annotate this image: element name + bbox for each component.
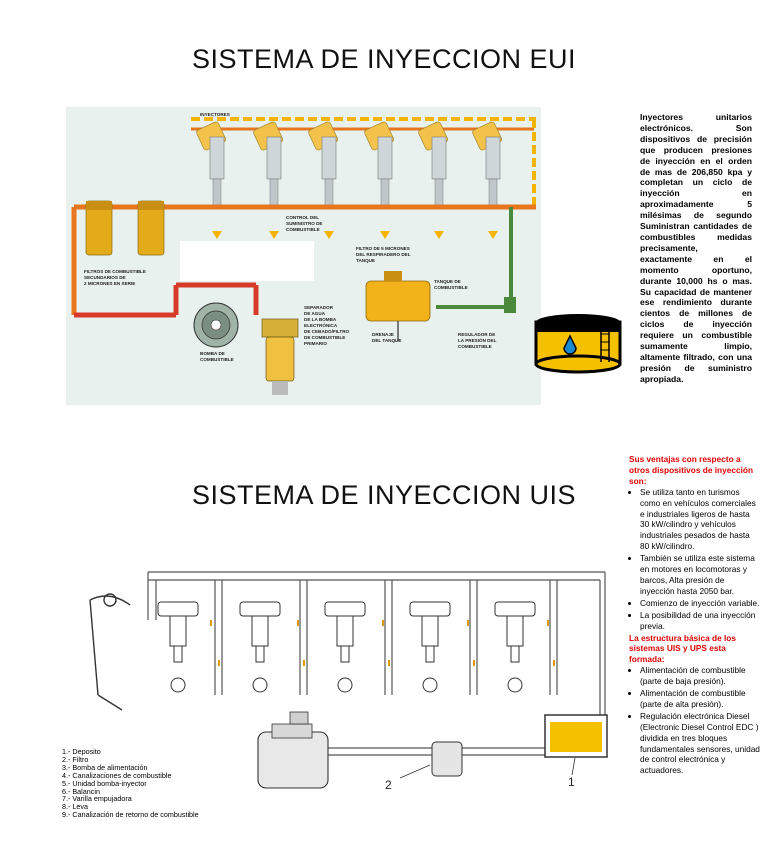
- fuel-pump: [193, 302, 239, 348]
- advantages-heading: Sus ventajas con respecto a otros dispos…: [629, 454, 754, 486]
- list-item: Alimentación de combustible (parte de ba…: [640, 665, 761, 687]
- uis-title: SISTEMA DE INYECCION UIS: [191, 480, 577, 510]
- fuel-tank: [544, 714, 608, 758]
- injector: [418, 121, 448, 239]
- legend-item: 8.- Leva: [62, 802, 88, 812]
- callout-1: 1: [568, 775, 575, 789]
- structure-list: Alimentación de combustible (parte de ba…: [629, 665, 761, 776]
- injector: [472, 121, 502, 239]
- legend-item: 5.- Unidad bomba-inyector: [62, 778, 147, 788]
- injector: [253, 121, 283, 239]
- legend-item: 2.- Filtro: [62, 754, 89, 764]
- injector-row: [196, 121, 502, 239]
- rocker-arms: [89, 593, 131, 711]
- list-item: También se utiliza este sistema en motor…: [640, 553, 761, 597]
- injector: [364, 121, 394, 239]
- legend-item: 3.- Bomba de alimentación: [62, 762, 148, 772]
- injector: [196, 121, 226, 239]
- fuel-tank: [365, 271, 431, 341]
- structure-heading: La estructura básica de los sistemas UIS…: [629, 632, 736, 665]
- uis-side-panel: Sus ventajas con respecto a otros dispos…: [629, 454, 761, 777]
- list-item: Se utiliza tanto en turismos como en veh…: [640, 487, 761, 552]
- injector: [308, 121, 338, 239]
- label-inyectores: INYECTORES: [200, 112, 230, 117]
- uis-diagram: 1 2: [60, 560, 620, 820]
- eui-title: SISTEMA DE INYECCION EUI: [191, 44, 577, 74]
- legend-item: 1.- Deposito: [62, 747, 101, 756]
- legend-item: 9.- Canalización de retorno de combustib…: [62, 810, 199, 820]
- eui-description: Inyectores unitarios electrónicos. Son d…: [640, 112, 752, 384]
- list-item: Comienzo de inyección variable.: [640, 598, 761, 609]
- unit-injectors: [157, 601, 536, 663]
- secondary-filters: [85, 200, 165, 256]
- legend-item: 6.- Balancin: [62, 786, 100, 796]
- supply-system: [257, 711, 545, 789]
- legend-item: 7.- Varilla empujadora: [62, 794, 132, 804]
- cylinder-tubes: [214, 580, 558, 695]
- callout-2: 2: [385, 778, 392, 792]
- advantages-list: Se utiliza tanto en turismos como en veh…: [629, 487, 761, 632]
- uis-legend: 1.- Deposito 2.- Filtro 3.- Bomba de ali…: [62, 748, 199, 819]
- camshaft: [170, 677, 523, 693]
- list-item: Regulación electrónica Diesel (Electroni…: [640, 711, 761, 776]
- legend-item: 4.- Canalizaciones de combustible: [62, 770, 172, 780]
- fuel-tank-icon: [533, 312, 623, 374]
- list-item: La posibilidad de una inyección previa.: [640, 610, 761, 632]
- return-lines: [147, 571, 606, 715]
- primary-filter: [261, 318, 299, 395]
- list-item: Alimentación de combustible (parte de al…: [640, 688, 761, 710]
- flow-arrows: [210, 620, 555, 666]
- pressure-regulator: [504, 297, 516, 313]
